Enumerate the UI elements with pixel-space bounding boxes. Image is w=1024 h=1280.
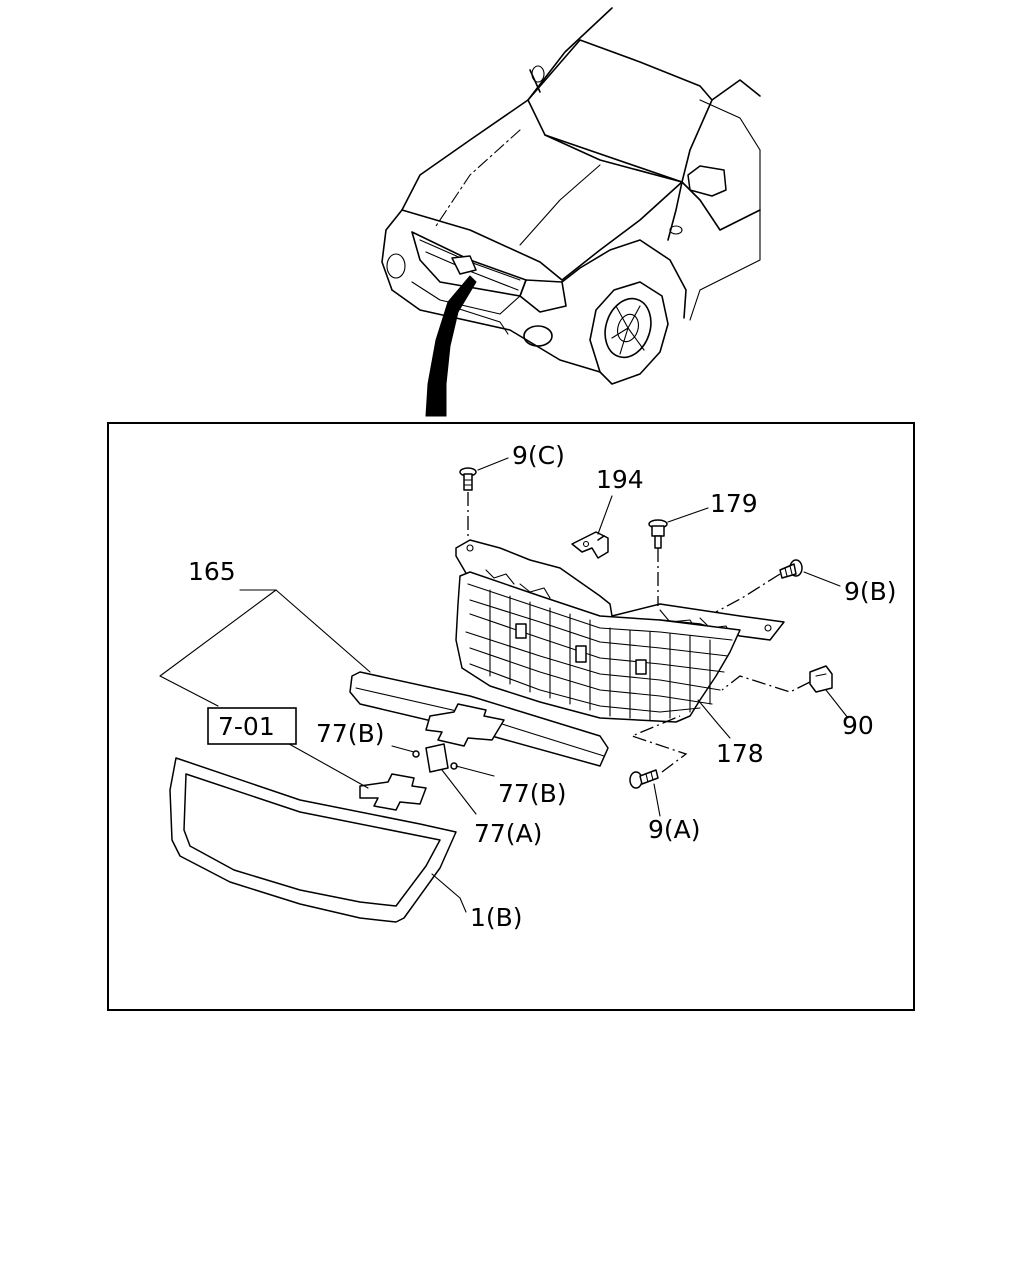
callout-9b: 9(B) [844, 577, 897, 606]
bracket-194 [571, 531, 609, 559]
grille-frame-1b [169, 757, 457, 923]
callout-1b: 1(B) [470, 903, 523, 932]
callout-90: 90 [842, 711, 874, 740]
retainer-77a [412, 743, 458, 773]
callout-box-7-01 [207, 707, 297, 745]
callout-7-01: 7-01 [218, 712, 275, 741]
callout-9a: 9(A) [648, 815, 701, 844]
callout-77b-upper: 77(B) [316, 719, 384, 748]
callout-178: 178 [716, 739, 764, 768]
callout-194: 194 [596, 465, 644, 494]
callout-9c: 9(C) [512, 441, 565, 470]
detail-frame [107, 422, 915, 1011]
screw-9b [779, 559, 803, 579]
callout-77b-lower: 77(B) [498, 779, 566, 808]
screw-9c [459, 467, 477, 491]
callout-77a: 77(A) [474, 819, 542, 848]
molding-strip-165 [349, 671, 609, 767]
clip-90 [809, 665, 833, 693]
leader-lines [159, 457, 849, 913]
vehicle-illustration [381, 7, 761, 385]
screw-9a [629, 769, 659, 789]
emblem-chevron [359, 773, 427, 811]
pointer-arrow [425, 275, 477, 417]
callout-179: 179 [710, 489, 758, 518]
callout-165: 165 [188, 557, 236, 586]
grille-assembly [455, 539, 785, 723]
screw-179 [648, 519, 668, 549]
